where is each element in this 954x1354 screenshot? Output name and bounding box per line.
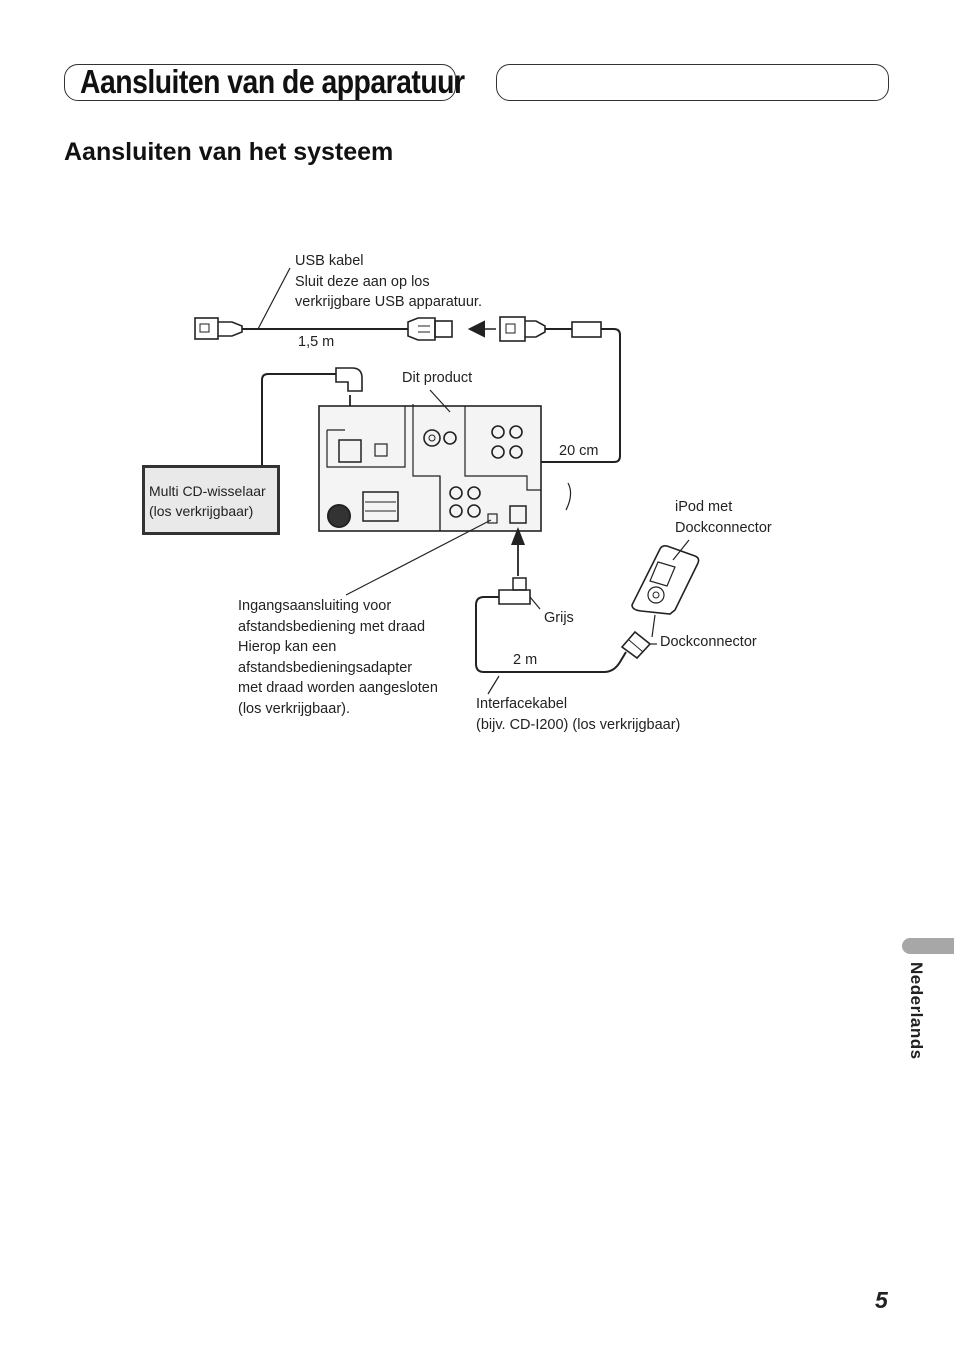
dock-connector <box>620 630 652 660</box>
cd-changer-line-2: (los verkrijgbaar) <box>149 503 254 519</box>
dockconnector-label: Dockconnector <box>660 634 757 650</box>
language-label: Nederlands <box>907 962 926 1060</box>
usb-female-connector-left <box>194 317 219 340</box>
usb-female-connector-right <box>499 316 526 342</box>
usb-icon <box>199 323 210 333</box>
interface-cable-2m <box>475 596 627 673</box>
section-title: Aansluiten van de apparatuur <box>80 63 465 100</box>
product-unit <box>318 405 542 532</box>
usb-male-connector <box>407 317 436 341</box>
remote-leader-line <box>345 519 492 596</box>
usb-leader-line <box>257 267 291 330</box>
cd-changer-plug <box>335 367 363 392</box>
connection-diagram <box>194 267 700 695</box>
interface-cable-label: Interfacekabel (bijv. CD-I200) (los verk… <box>476 694 680 735</box>
usb-cable-line-1: USB kabel <box>295 253 364 269</box>
grey-plug <box>498 589 531 605</box>
remote-line-6: (los verkrijgbaar). <box>238 700 350 717</box>
ipod-icon <box>631 545 700 615</box>
page-number: 5 <box>875 1287 888 1313</box>
remote-line-3: Hierop kan een <box>238 639 337 655</box>
usb-cable-line-2: Sluit deze aan op los <box>295 273 430 290</box>
usb-cable-line-3: verkrijgbare USB apparatuur. <box>295 294 482 310</box>
rca-jack-1 <box>423 429 441 447</box>
section-title-frame <box>64 64 456 101</box>
cd-changer-box: Multi CD-wisselaar (los verkrijgbaar) <box>142 465 280 535</box>
usb-cable-label: USB kabel Sluit deze aan op los verkrijg… <box>295 251 482 313</box>
cd-port <box>338 439 362 463</box>
remote-line-5: met draad worden aangesloten <box>238 680 438 696</box>
ipod-port <box>509 505 527 524</box>
ipod-line-1: iPod met <box>675 499 733 515</box>
cd-changer-line-1: Multi CD-wisselaar <box>149 483 266 499</box>
empty-header-frame <box>496 64 889 101</box>
interface-line-2: (bijv. CD-I200) (los verkrijgbaar) <box>476 716 681 733</box>
main-harness-port <box>362 491 399 522</box>
subsection-title: Aansluiten van het systeem <box>64 138 394 166</box>
arrow-left <box>467 320 485 338</box>
language-tab-marker <box>902 938 954 954</box>
antenna-jack <box>327 504 351 528</box>
remote-line-1: Ingangsaansluiting voor <box>238 598 392 614</box>
product-label: Dit product <box>402 370 473 386</box>
interface-line-1: Interfacekabel <box>476 696 568 712</box>
remote-line-4: afstandsbedieningsadapter <box>238 659 413 676</box>
remote-line-2: afstandsbediening met draad <box>238 618 426 635</box>
remote-input-label: Ingangsaansluiting voor afstandsbedienin… <box>238 596 438 719</box>
ipod-label: iPod met Dockconnector <box>675 497 772 538</box>
product-leader-line <box>429 389 451 413</box>
cd-changer-cable <box>261 373 336 466</box>
arrow-up-ipod <box>511 527 525 545</box>
ipod-line-2: Dockconnector <box>675 519 772 536</box>
grey-label: Grijs <box>544 610 574 626</box>
length-1-5m: 1,5 m <box>298 334 335 350</box>
cable-ferrite <box>571 321 602 338</box>
length-2m: 2 m <box>513 652 538 668</box>
remote-input-jack <box>487 513 498 524</box>
length-20cm: 20 cm <box>559 443 599 459</box>
